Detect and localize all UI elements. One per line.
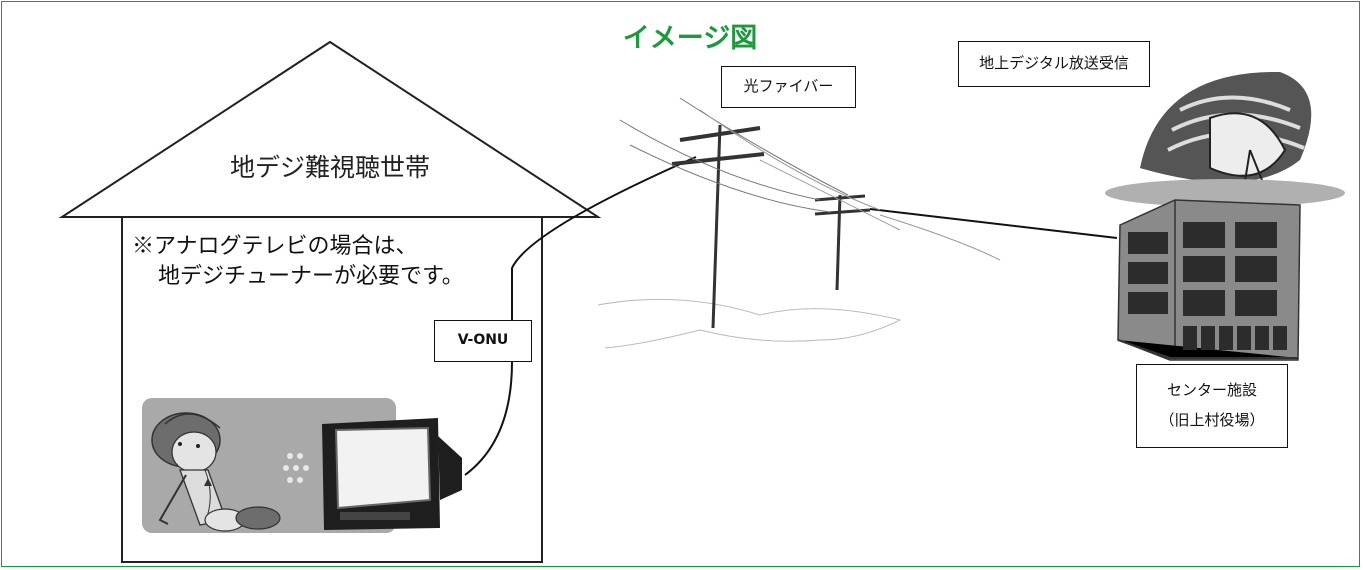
person-icon (151, 412, 281, 532)
signal-dots (283, 453, 309, 483)
utility-pole-icon (597, 97, 1001, 349)
cable-lines (464, 156, 1118, 476)
center-label-line-1: センター施設 (1166, 381, 1257, 399)
broadcast-label: 地上デジタル放送受信 (958, 41, 1150, 87)
tv-icon (322, 418, 462, 530)
house-title: 地デジ難視聴世帯 (229, 153, 430, 182)
satellite-dish-icon (1140, 71, 1312, 201)
center-facility-label: センター施設 （旧上村役場） (1136, 364, 1288, 448)
note-line-1: ※アナログテレビの場合は、 (132, 234, 418, 259)
building-icon (1105, 179, 1345, 361)
analog-tv-note: ※アナログテレビの場合は、 地デジチューナーが必要です。 (132, 232, 464, 292)
fiber-label: 光ファイバー (721, 66, 856, 108)
vonu-label: V-ONU (434, 320, 532, 362)
note-line-2: 地デジチューナーが必要です。 (158, 264, 464, 289)
center-label-line-2: （旧上村役場） (1159, 411, 1265, 429)
room-illustration (142, 398, 462, 533)
diagram-title: イメージ図 (622, 23, 758, 54)
